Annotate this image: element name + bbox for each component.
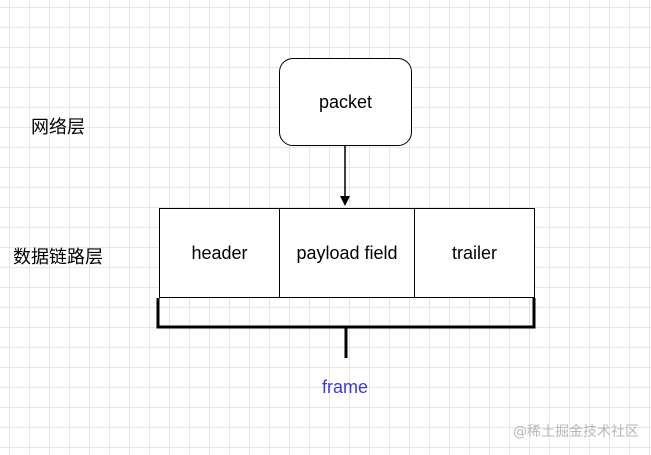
packet-label: packet	[318, 91, 373, 112]
data-link-layer-label: 数据链路层	[13, 247, 103, 268]
frame-label: frame	[322, 377, 369, 397]
header-field: header	[159, 208, 280, 298]
frame-bracket	[156, 298, 536, 329]
payload-field: payload field	[280, 208, 415, 298]
watermark: @稀土掘金技术社区	[513, 424, 639, 440]
header-field-label: header	[191, 242, 248, 263]
network-layer-label: 网络层	[31, 117, 85, 138]
trailer-field: trailer	[415, 208, 535, 298]
packet-box: packet	[279, 58, 412, 146]
frame-row: header payload field trailer	[159, 208, 535, 298]
payload-field-label: payload field	[296, 242, 398, 263]
trailer-field-label: trailer	[451, 242, 497, 263]
